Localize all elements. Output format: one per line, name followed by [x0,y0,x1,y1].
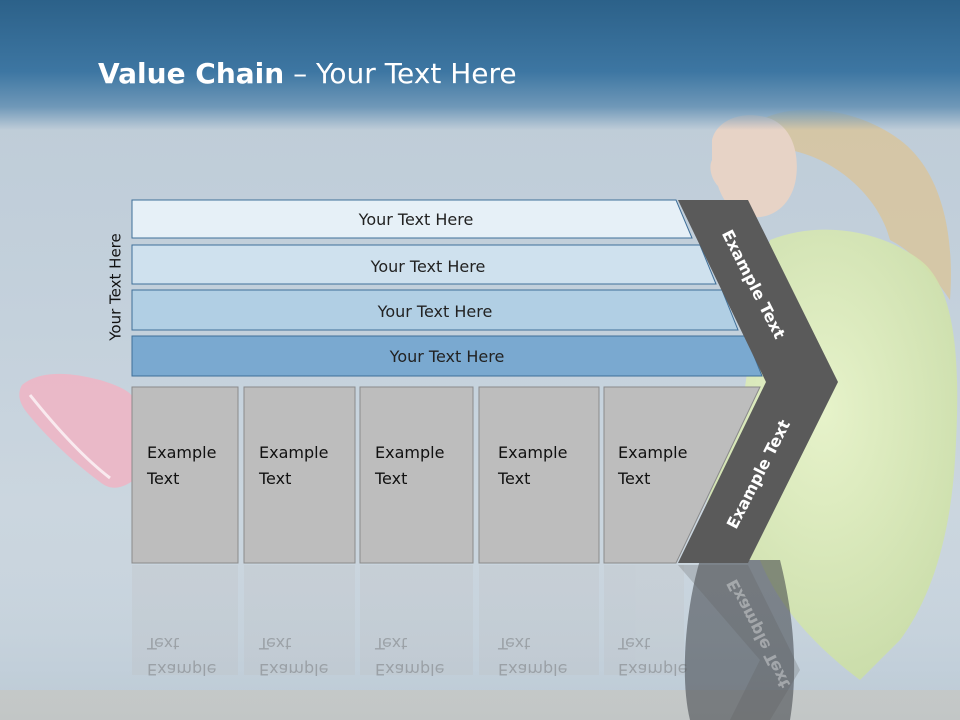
column-label-2-reflection-line1: Example [259,660,329,679]
column-box-1 [131,386,239,564]
column-label-5-reflection: Example Text [618,630,718,682]
column-label-4-line2: Text [498,469,531,488]
column-label-4-line1: Example [498,443,568,462]
title-bar [0,0,960,130]
column-label-2-line2: Text [259,469,292,488]
column-label-3-reflection: Example Text [375,630,475,682]
column-label-4-reflection-line2: Text [498,634,531,653]
column-label-3-reflection-line1: Example [375,660,445,679]
column-label-2-reflection: Example Text [259,630,359,682]
column-box-2 [243,386,356,564]
column-label-5-reflection-line1: Example [618,660,688,679]
row-label-1: Your Text Here [358,209,474,229]
column-label-3-reflection-line2: Text [375,634,408,653]
row-bar-3 [131,289,739,331]
column-label-1-reflection-line2: Text [147,634,180,653]
column-label-4-reflection-line1: Example [498,660,568,679]
column-label-3-line1: Example [375,443,445,462]
row-bar-1 [131,199,693,239]
slide-title-bold: Value Chain [98,57,285,90]
column-reflections [132,565,684,675]
column-label-5-reflection-line2: Text [618,634,651,653]
chevron-arrow [678,200,838,563]
slide-title-rest: – Your Text Here [284,57,517,90]
row-bar-2 [131,244,717,285]
row-label-2: Your Text Here [370,256,486,276]
column-label-2-line1: Example [259,443,329,462]
column-label-5-line1: Example [618,443,688,462]
column-label-1-reflection-line1: Example [147,660,217,679]
chevron-reflection [678,565,800,720]
column-box-4 [478,386,600,564]
column-label-1-line1: Example [147,443,217,462]
column-box-3 [359,386,474,564]
column-label-5-line2: Text [618,469,651,488]
column-box-5 [603,386,761,564]
column-label-4-reflection: Example Text [498,630,598,682]
row-bar-4 [131,335,763,377]
slide-title: Value Chain – Your Text Here [98,56,517,96]
column-label-1-line2: Text [147,469,180,488]
row-label-3: Your Text Here [377,301,493,321]
row-label-4: Your Text Here [389,346,505,366]
column-label-3-line2: Text [375,469,408,488]
column-label-1-reflection: Example Text [147,630,247,682]
column-label-2-reflection-line2: Text [259,634,292,653]
